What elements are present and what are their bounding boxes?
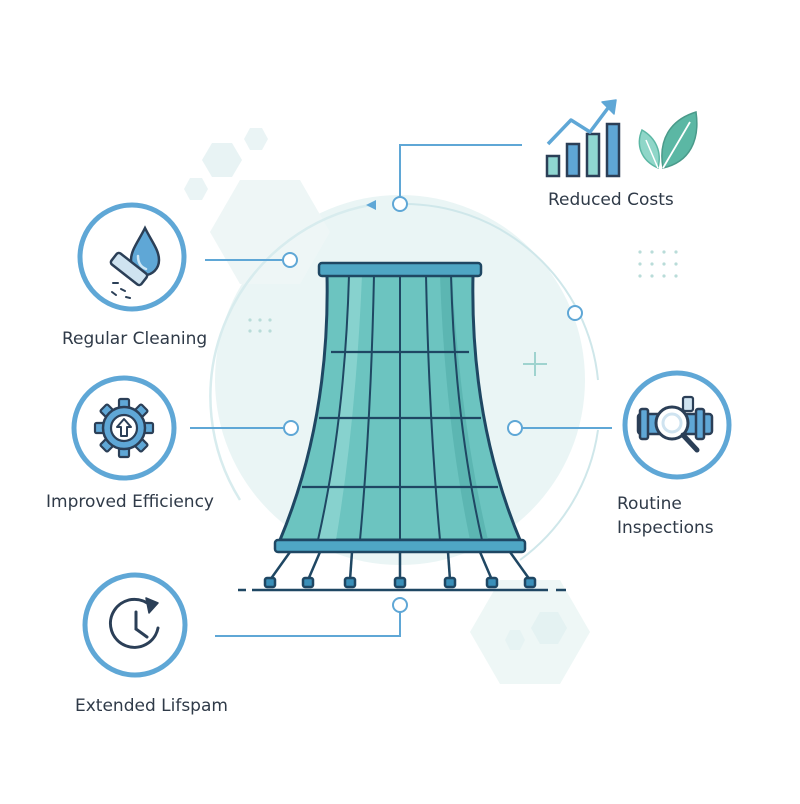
background-hexagon-small: [202, 143, 242, 177]
pipe-magnifier-icon: [636, 395, 714, 453]
background-hexagon-bottom: [470, 580, 590, 684]
leaf-icon: [638, 111, 698, 170]
reduced-costs-node: [545, 99, 698, 178]
gear-arrow-up-icon: [93, 397, 155, 459]
background-hexagon-tiny-2: [184, 178, 208, 200]
connector-nodes: [282, 196, 583, 613]
clock-refresh-icon: [108, 597, 160, 649]
connector-extended-lifespan: [215, 612, 401, 637]
label-reduced-costs: Reduced Costs: [548, 190, 674, 210]
connector-reduced-costs: [399, 144, 522, 197]
label-regular-cleaning: Regular Cleaning: [62, 329, 208, 349]
bar-chart-growth-icon: [545, 99, 621, 178]
regular-cleaning-node: [77, 202, 187, 312]
background-hexagon-large: [210, 180, 330, 284]
label-extended-lifespan: Extended Lifspam: [75, 696, 228, 716]
improved-efficiency-node: [71, 375, 177, 481]
label-improved-efficiency: Improved Efficiency: [46, 492, 214, 512]
extended-lifespan-node: [82, 572, 188, 678]
connector-lines: [190, 144, 612, 637]
label-routine-inspections: Routine Inspections: [617, 494, 714, 538]
routine-inspections-node: [622, 370, 732, 480]
cooling-tower: [238, 261, 566, 592]
background-hexagon-bottom-tiny: [505, 630, 525, 650]
plus-sparkle-icon: [523, 352, 547, 376]
background-hexagon-bottom-small: [531, 612, 567, 644]
background-hexagon-tiny: [244, 128, 268, 150]
orbit-ring: [209, 200, 599, 561]
dot-grid-left: [248, 318, 272, 333]
dot-grid-right: [638, 250, 678, 278]
water-drop-brush-icon: [109, 225, 161, 299]
